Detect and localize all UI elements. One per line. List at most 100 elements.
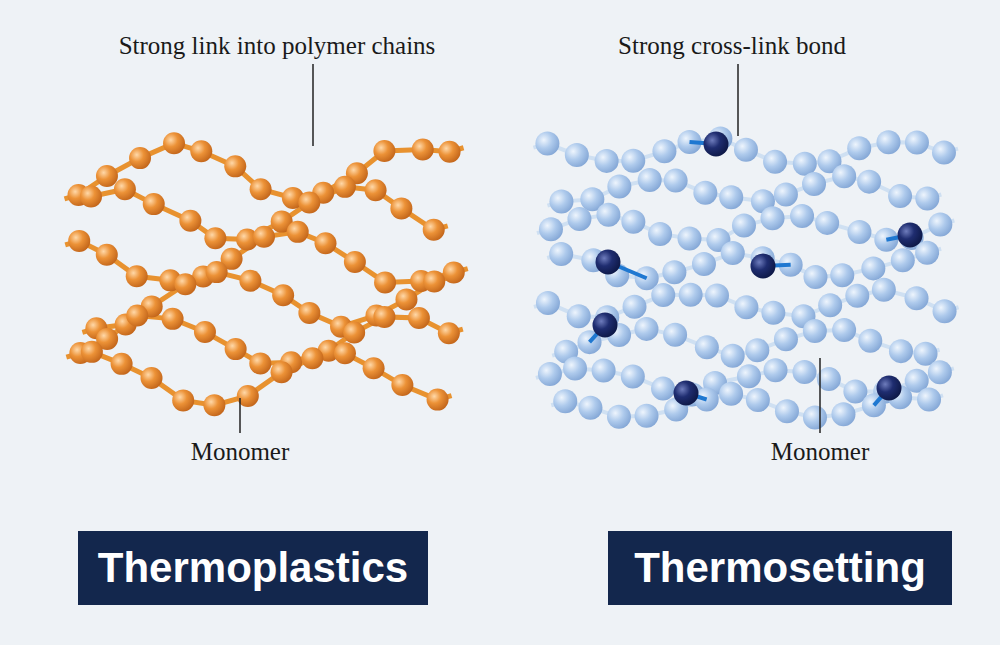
cross-link-bead: [704, 132, 729, 157]
cross-link-bead: [877, 376, 902, 401]
monomer-bead: [194, 321, 216, 343]
monomer-bead: [143, 193, 165, 215]
monomer-bead: [818, 293, 842, 317]
monomer-bead: [225, 338, 247, 360]
monomer-bead: [224, 155, 246, 177]
monomer-bead: [96, 244, 118, 266]
monomer-bead: [141, 367, 163, 389]
monomer-bead: [803, 265, 827, 289]
monomer-bead: [129, 147, 151, 169]
title-box: Thermoplastics: [78, 531, 428, 605]
monomer-bead: [272, 284, 294, 306]
cross-link-bead: [674, 381, 699, 406]
title-box: Thermosetting: [608, 531, 952, 605]
monomer-bead: [395, 288, 417, 310]
monomer-bead: [126, 265, 148, 287]
monomer-bead: [344, 251, 366, 273]
monomer-bead: [578, 396, 602, 420]
monomer-bead: [439, 141, 461, 163]
monomer-bead: [126, 305, 148, 327]
monomer-bead: [831, 402, 855, 426]
cross-link-bead: [898, 223, 923, 248]
monomer-bead: [239, 270, 261, 292]
monomer-bead: [928, 213, 952, 237]
monomer-bead: [692, 252, 716, 276]
monomer-bead: [174, 273, 196, 295]
monomer-bead: [858, 329, 882, 353]
monomer-bead: [315, 232, 337, 254]
monomer-bead: [719, 382, 743, 406]
polymer-chain: [78, 352, 452, 405]
monomer-bead: [832, 318, 856, 342]
title-text: Thermoplastics: [98, 545, 408, 591]
monomer-bead: [190, 140, 212, 162]
monomer-bead: [792, 360, 816, 384]
monomer-bead: [815, 211, 839, 235]
monomer-bead: [111, 353, 133, 375]
monomer-bead: [915, 186, 939, 210]
monomer-bead: [803, 319, 827, 343]
monomer-bead: [374, 271, 396, 293]
monomer-bead: [391, 374, 413, 396]
monomer-bead: [162, 308, 184, 330]
monomer-bead: [861, 256, 885, 280]
monomer-bead: [334, 342, 356, 364]
monomer-bead: [763, 150, 787, 174]
leader-lines: [240, 64, 820, 433]
polymer-chain: [547, 176, 941, 205]
monomer-bead: [298, 302, 320, 324]
monomer-bead: [412, 139, 434, 161]
monomer-bead: [301, 347, 323, 369]
monomer-bead: [253, 226, 275, 248]
monomer-bead: [373, 306, 395, 328]
monomer-bead: [549, 190, 573, 214]
monomer-bead: [438, 322, 460, 344]
monomer-bead: [536, 291, 560, 315]
monomer-bead: [775, 399, 799, 423]
monomer-bead: [663, 323, 687, 347]
monomer-bead: [933, 299, 957, 323]
monomer-bead: [80, 186, 102, 208]
monomer-bead: [565, 143, 589, 167]
monomer-bead: [917, 387, 941, 411]
monomer-bead: [567, 207, 591, 231]
monomer-bead: [249, 352, 271, 374]
monomer-label: Monomer: [191, 438, 290, 466]
monomer-bead: [538, 362, 562, 386]
leader-line: [312, 64, 314, 146]
monomer-bead: [693, 181, 717, 205]
monomer-bead: [535, 132, 559, 156]
monomer-bead: [443, 262, 465, 284]
monomer-bead: [761, 206, 785, 230]
monomer-bead: [732, 214, 756, 238]
monomer-bead: [932, 141, 956, 165]
monomer-bead: [638, 168, 662, 192]
monomer-bead: [774, 183, 798, 207]
monomer-bead: [96, 165, 118, 187]
cross-link-bead: [751, 254, 776, 279]
monomer-bead: [563, 357, 587, 381]
monomer-bead: [114, 178, 136, 200]
monomer-bead: [539, 217, 563, 241]
monomer-label: Monomer: [771, 438, 870, 466]
monomer-bead: [845, 284, 869, 308]
callout-label: Strong cross-link bond: [618, 32, 846, 60]
monomer-bead: [373, 140, 395, 162]
monomer-bead: [915, 241, 939, 265]
monomer-bead: [607, 405, 631, 429]
monomer-bead: [179, 210, 201, 232]
monomer-bead: [621, 149, 645, 173]
monomer-bead: [695, 335, 719, 359]
monomer-bead: [363, 357, 385, 379]
monomer-bead: [206, 261, 228, 283]
monomer-bead: [635, 404, 659, 428]
monomer-bead: [172, 389, 194, 411]
monomer-bead: [721, 344, 745, 368]
monomer-bead: [81, 341, 103, 363]
monomer-bead: [847, 220, 871, 244]
leader-line: [737, 64, 739, 136]
monomer-bead: [652, 139, 676, 163]
monomer-bead: [764, 358, 788, 382]
monomer-bead: [365, 179, 387, 201]
cross-link-bead: [596, 250, 621, 275]
